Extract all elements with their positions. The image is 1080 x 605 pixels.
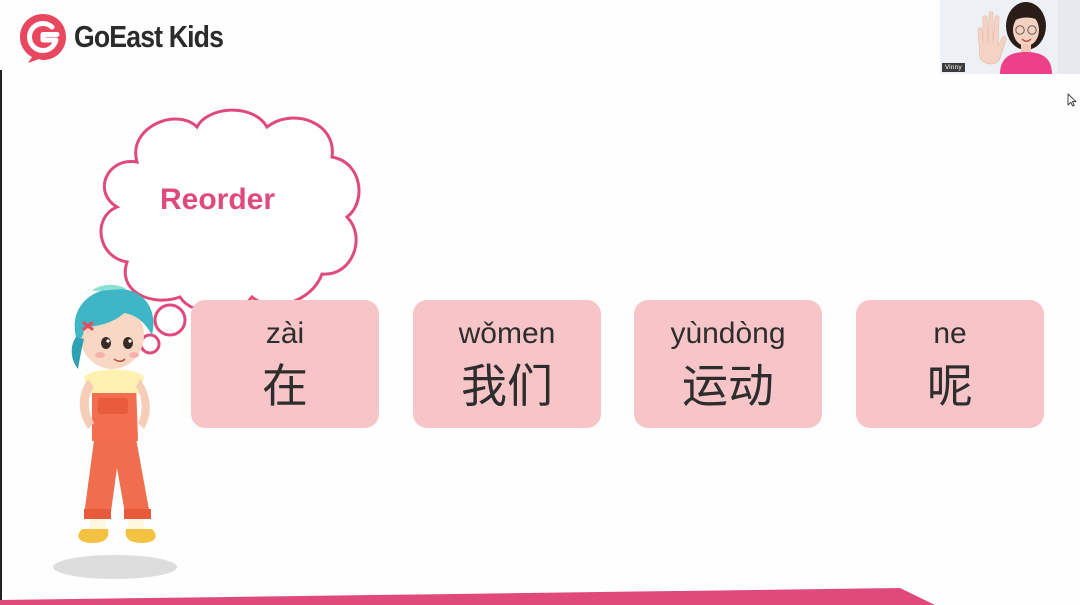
card-pinyin: yùndòng: [670, 317, 786, 350]
card-hanzi: 呢: [927, 359, 973, 413]
brand-logo: GoEast Kids: [16, 10, 247, 64]
bubble-instruction: Reorder: [160, 183, 276, 216]
brand-name: GoEast Kids: [74, 19, 224, 54]
participant-name-label: Vinny: [942, 63, 965, 72]
word-card-women[interactable]: wǒmen 我们: [413, 300, 601, 428]
goeast-logo-icon: [20, 14, 66, 63]
card-pinyin: ne: [933, 317, 967, 350]
word-card-ne[interactable]: ne 呢: [856, 300, 1044, 428]
card-pinyin: wǒmen: [458, 317, 556, 350]
card-hanzi: 我们: [461, 359, 553, 413]
participant-video-tile[interactable]: Vinny: [940, 0, 1080, 74]
card-hanzi: 运动: [682, 359, 774, 413]
cartoon-girl-illustration: [53, 284, 177, 579]
word-card-zai[interactable]: zài 在: [191, 300, 379, 428]
word-card-yundong[interactable]: yùndòng 运动: [634, 300, 822, 428]
card-hanzi: 在: [262, 359, 308, 413]
slide-left-border: [0, 70, 2, 605]
bottom-decorative-bar: [0, 588, 935, 605]
mouse-cursor-icon: [1067, 93, 1077, 107]
card-pinyin: zài: [265, 317, 305, 350]
participant-video-feed: [940, 0, 1080, 74]
word-card-row: zài 在 wǒmen 我们 yùndòng 运动 ne 呢: [191, 300, 1045, 428]
